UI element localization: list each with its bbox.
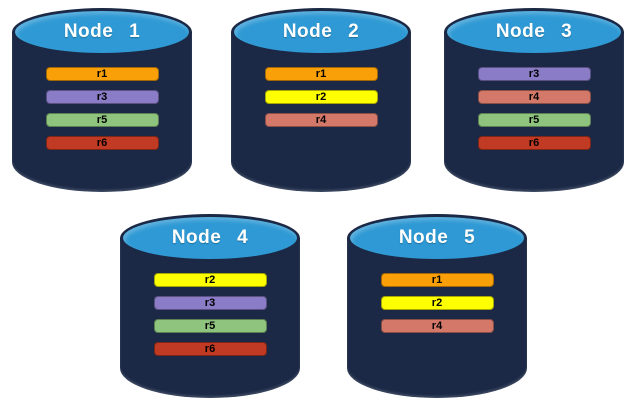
replica-bar-r2: r2 xyxy=(153,273,267,287)
node-cylinder-4: Node 4 r2 r3 r5 r6 xyxy=(120,214,300,398)
node-title: Node 2 xyxy=(282,21,360,42)
cylinder-top-ellipse: Node 3 xyxy=(444,8,624,56)
cylinder-body xyxy=(231,32,411,192)
replica-bar-r1: r1 xyxy=(45,67,159,81)
replica-bar-r5: r5 xyxy=(45,113,159,127)
cylinder-top-ellipse: Node 1 xyxy=(12,8,192,56)
cylinder-top-ellipse: Node 2 xyxy=(231,8,411,56)
replica-list: r2 r3 r5 r6 xyxy=(120,273,300,356)
replica-bar-r3: r3 xyxy=(153,296,267,310)
node-cylinder-3: Node 3 r3 r4 r5 r6 xyxy=(444,8,624,192)
replica-bar-r6: r6 xyxy=(45,136,159,150)
replica-bar-r5: r5 xyxy=(477,113,591,127)
replica-bar-r3: r3 xyxy=(477,67,591,81)
replica-list: r1 r2 r4 xyxy=(347,273,527,333)
node-cylinder-5: Node 5 r1 r2 r4 xyxy=(347,214,527,398)
cylinder-body xyxy=(444,32,624,192)
node-title: Node 5 xyxy=(398,227,476,248)
node-title: Node 1 xyxy=(63,21,141,42)
node-cylinder-1: Node 1 r1 r3 r5 r6 xyxy=(12,8,192,192)
cylinder-body xyxy=(347,238,527,398)
node-title: Node 3 xyxy=(495,21,573,42)
replica-bar-r6: r6 xyxy=(477,136,591,150)
replica-bar-r1: r1 xyxy=(380,273,494,287)
replica-list: r3 r4 r5 r6 xyxy=(444,67,624,150)
node-cylinder-2: Node 2 r1 r2 r4 xyxy=(231,8,411,192)
cylinder-body xyxy=(12,32,192,192)
cylinder-top-ellipse: Node 4 xyxy=(120,214,300,262)
replica-bar-r5: r5 xyxy=(153,319,267,333)
replica-bar-r2: r2 xyxy=(264,90,378,104)
replica-list: r1 r3 r5 r6 xyxy=(12,67,192,150)
replica-bar-r4: r4 xyxy=(477,90,591,104)
replica-bar-r4: r4 xyxy=(380,319,494,333)
cylinder-body xyxy=(120,238,300,398)
replica-list: r1 r2 r4 xyxy=(231,67,411,127)
replica-bar-r6: r6 xyxy=(153,342,267,356)
replica-bar-r4: r4 xyxy=(264,113,378,127)
node-title: Node 4 xyxy=(171,227,249,248)
replica-bar-r3: r3 xyxy=(45,90,159,104)
replica-bar-r2: r2 xyxy=(380,296,494,310)
replica-bar-r1: r1 xyxy=(264,67,378,81)
cylinder-top-ellipse: Node 5 xyxy=(347,214,527,262)
